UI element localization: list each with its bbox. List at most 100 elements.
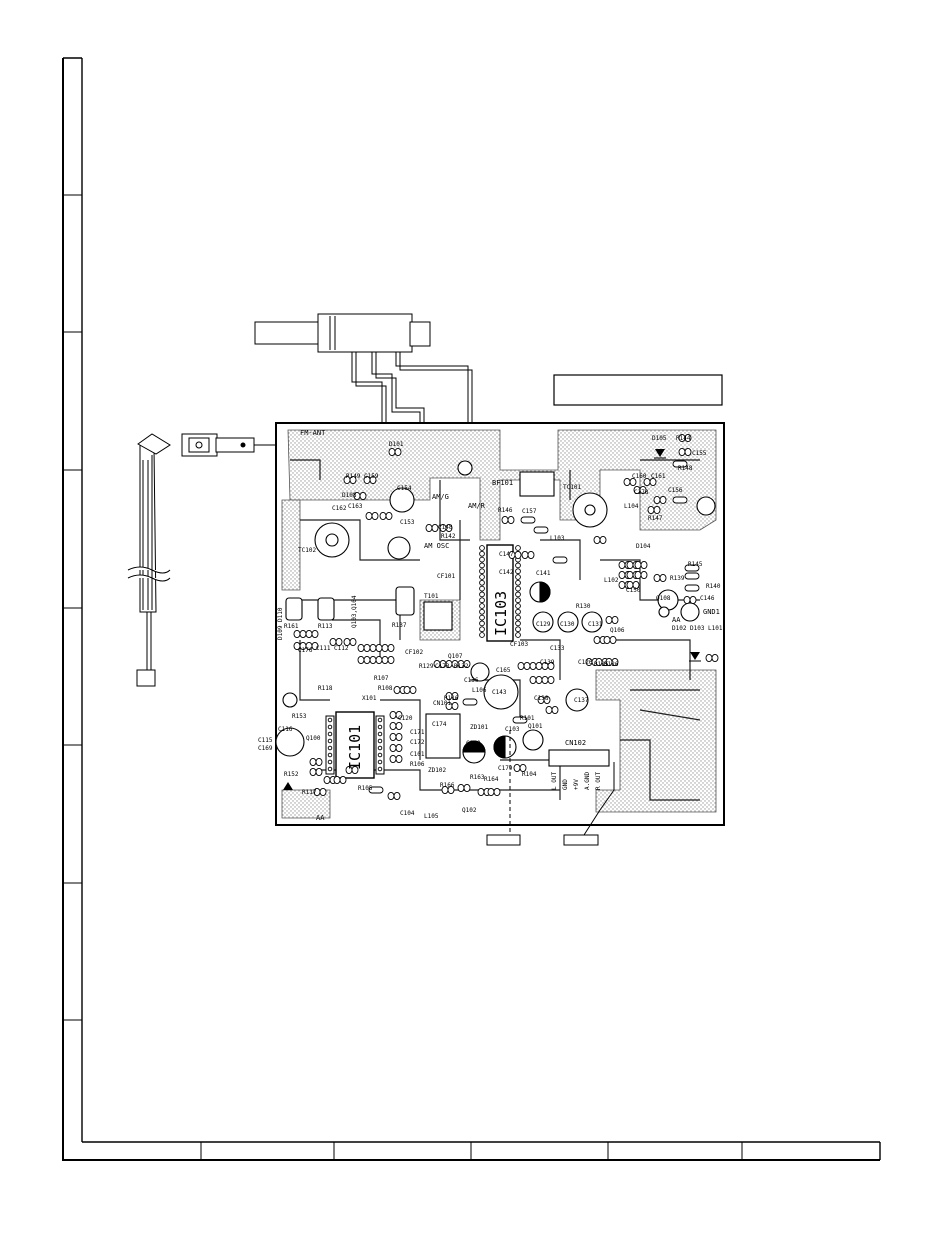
cn102-pin-label: A.GND (584, 772, 591, 790)
part-67 (603, 635, 617, 645)
part-39 (329, 637, 343, 647)
ref-r125: R125 (594, 661, 609, 668)
part-83 (309, 757, 323, 767)
part-0 (388, 447, 402, 457)
diode-d107 (283, 782, 293, 790)
part-50 (389, 721, 403, 731)
part-89 (705, 653, 719, 663)
ref-c146: C146 (700, 595, 715, 602)
part-36 (305, 629, 319, 639)
part-33 (684, 584, 700, 592)
ref-zd102: ZD102 (428, 767, 446, 774)
label-gnd1: GND1 (703, 608, 720, 616)
part-46 (381, 655, 395, 665)
part-88 (593, 535, 607, 545)
ref-c161: C161 (651, 473, 666, 480)
ic103-pins (327, 545, 521, 772)
ref-q103: Q103,Q104 (351, 595, 358, 628)
ref-c142: C142 (499, 569, 514, 576)
label-ic103: IC103 (492, 591, 510, 636)
part-56 (433, 659, 447, 669)
ref-d102: D102 (672, 625, 687, 632)
ref-c160: C160 (632, 473, 647, 480)
ref-c130: C130 (560, 621, 575, 628)
ref-c171: C171 (410, 729, 425, 736)
ref-c112: C112 (334, 645, 349, 652)
ref-c157: C157 (522, 508, 537, 515)
part-11 (508, 550, 522, 560)
ref-d103: D103 (690, 625, 705, 632)
label-ic101: IC101 (346, 725, 364, 770)
ref-d109: D109 D110 (277, 607, 284, 640)
part-8 (501, 515, 515, 525)
ref-c131: C131 (588, 621, 603, 628)
ref-c143: C143 (492, 689, 507, 696)
part-84 (309, 767, 323, 777)
ref-l101: L101 (708, 625, 723, 632)
ref-cn101: CN101 (433, 700, 451, 707)
label-cn102: CN102 (565, 739, 586, 747)
ref-l106: L106 (472, 687, 487, 694)
ref-c156: C156 (668, 487, 683, 494)
label-bf101: BF101 (492, 479, 513, 487)
part-30 (653, 573, 667, 583)
ref-cf101: CF101 (437, 573, 455, 580)
ref-r108: R108 (378, 685, 393, 692)
part-78 (368, 786, 384, 794)
page-frame (62, 57, 881, 1161)
diode-d105 (654, 449, 666, 459)
ref-c173: C173 (435, 663, 450, 670)
label-box (553, 374, 723, 406)
part-41 (357, 643, 371, 653)
ref-c137: C137 (574, 697, 589, 704)
part-20 (672, 496, 688, 504)
ref-d104: D104 (636, 543, 651, 550)
ref-l104: L104 (624, 503, 639, 510)
ref-r106: R106 (410, 761, 425, 768)
part-52 (389, 743, 403, 753)
part-65 (545, 705, 559, 715)
cn102-pin-label: R OUT (595, 772, 602, 790)
part-12 (521, 550, 535, 560)
part-35 (293, 629, 307, 639)
part-59 (517, 661, 531, 671)
part-76 (441, 785, 455, 795)
part-10 (533, 526, 549, 534)
ref-c104: C104 (400, 810, 415, 817)
part-57 (445, 691, 459, 701)
ref-r104: R104 (522, 771, 537, 778)
part-75 (487, 787, 501, 797)
part-60 (529, 661, 543, 671)
ref-q108: Q108 (656, 595, 671, 602)
part-51 (389, 732, 403, 742)
part-29 (626, 580, 640, 590)
part-61 (541, 661, 555, 671)
ref-c111: C111 (316, 645, 331, 652)
ref-c163: C163 (348, 503, 363, 510)
part-82 (345, 765, 359, 775)
part-73 (513, 763, 527, 773)
ref-c178: C178 (634, 489, 649, 496)
ref-c153: C153 (400, 519, 415, 526)
ref-c133: C133 (550, 645, 565, 652)
ref-r153: R153 (292, 713, 307, 720)
part-85 (457, 783, 471, 793)
ref-r137: R137 (392, 622, 407, 629)
ref-r129: R129 (419, 663, 434, 670)
ref-t101: T101 (424, 593, 439, 600)
ref-q102: Q102 (462, 807, 477, 814)
part-64 (537, 695, 551, 705)
part-43 (381, 643, 395, 653)
part-55 (457, 659, 471, 669)
cn102-pin-label: GND (562, 779, 569, 790)
ref-r142: R142 (441, 533, 456, 540)
ic103-body (486, 544, 514, 642)
ref-r107: R107 (374, 675, 389, 682)
ref-c159: C159 (364, 473, 379, 480)
ref-q100: Q100 (306, 735, 321, 742)
tab-left (486, 834, 521, 846)
part-4 (365, 511, 379, 521)
output-lead (583, 762, 615, 836)
ref-r140: R140 (706, 583, 721, 590)
ref-c162: C162 (332, 505, 347, 512)
